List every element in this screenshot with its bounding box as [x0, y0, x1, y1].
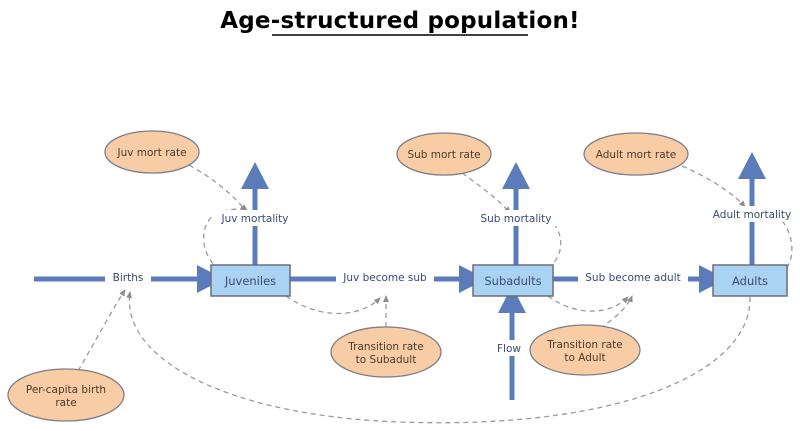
aux-transition-rate-to-adult[interactable]: Transition rate to Adult	[529, 324, 641, 376]
flow-label-bg-sub-become-adult	[578, 269, 688, 285]
flow-label-bg-flow	[492, 340, 526, 356]
aux-label-per-capita-birth-rate-line2: rate	[55, 397, 76, 409]
flow-label-juv-become-sub: Juv become sub	[342, 272, 427, 284]
aux-sub-mort-rate[interactable]: Sub mort rate	[396, 132, 492, 176]
aux-ellipse-juv-mort-rate[interactable]	[104, 130, 200, 174]
aux-ellipse-transition-rate-to-adult[interactable]	[529, 324, 641, 376]
link-transition-adult-to-sub-become-adult	[599, 295, 633, 329]
flow-label-flow: Flow	[497, 343, 521, 355]
flow-label-sub-become-adult: Sub become adult	[585, 272, 680, 284]
aux-label-adult-mort-rate: Adult mort rate	[596, 149, 676, 161]
stock-box-subadults[interactable]	[472, 264, 554, 297]
aux-adult-mort-rate[interactable]: Adult mort rate	[583, 132, 689, 176]
stocks-layer: Juveniles Subadults Adults	[210, 264, 788, 297]
stock-box-adults[interactable]	[712, 264, 788, 297]
aux-label-transition-rate-to-adult-line2: to Adult	[564, 352, 605, 364]
aux-per-capita-birth-rate[interactable]: Per-capita birth rate	[7, 368, 125, 422]
link-adults-to-births	[126, 291, 751, 424]
link-subadults-to-sub-become-adult	[547, 295, 629, 312]
aux-label-transition-rate-to-subadult-line1: Transition rate	[347, 341, 423, 353]
aux-label-transition-rate-to-subadult-line2: to Subadult	[356, 354, 417, 366]
link-adult-mort-rate-to-adult-mortality	[681, 165, 746, 208]
flow-label-bg-juv-mortality	[214, 210, 296, 226]
flow-label-bg-sub-mortality	[474, 210, 558, 226]
aux-ellipse-adult-mort-rate[interactable]	[583, 132, 689, 176]
link-juveniles-to-juv-become-sub	[285, 295, 381, 315]
aux-ellipse-sub-mort-rate[interactable]	[396, 132, 492, 176]
flow-label-bg-juv-become-sub	[336, 269, 434, 285]
flow-label-births: Births	[113, 272, 144, 284]
stock-label-adults: Adults	[732, 274, 768, 288]
flow-labels-layer: Births Juv become sub Sub become adult J…	[105, 206, 799, 356]
aux-label-sub-mort-rate: Sub mort rate	[407, 149, 480, 161]
aux-ellipse-per-capita-birth-rate[interactable]	[7, 368, 125, 422]
flow-label-bg-adult-mortality	[705, 206, 799, 222]
stock-adults[interactable]: Adults	[712, 264, 788, 297]
aux-label-juv-mort-rate: Juv mort rate	[116, 147, 186, 159]
flow-label-adult-mortality: Adult mortality	[713, 209, 791, 221]
influence-links-layer	[77, 164, 793, 424]
link-sub-mort-rate-to-sub-mortality	[461, 172, 511, 214]
stock-box-juveniles[interactable]	[210, 264, 291, 297]
aux-juv-mort-rate[interactable]: Juv mort rate	[104, 130, 200, 174]
link-per-capita-birth-rate-to-births	[77, 289, 126, 372]
aux-label-per-capita-birth-rate-line1: Per-capita birth	[26, 384, 106, 396]
page-title: Age-structured population!	[220, 8, 579, 34]
stock-subadults[interactable]: Subadults	[472, 264, 554, 297]
link-juv-mort-rate-to-juv-mortality	[188, 164, 247, 212]
aux-transition-rate-to-subadult[interactable]: Transition rate to Subadult	[330, 326, 442, 378]
stock-label-subadults: Subadults	[484, 274, 541, 288]
aux-ellipse-transition-rate-to-subadult[interactable]	[330, 326, 442, 378]
flow-label-sub-mortality: Sub mortality	[480, 213, 551, 225]
stock-label-juveniles: Juveniles	[224, 274, 276, 288]
stock-juveniles[interactable]: Juveniles	[210, 264, 291, 297]
flow-label-juv-mortality: Juv mortality	[221, 213, 289, 225]
flow-label-bg-births	[105, 269, 151, 285]
aux-label-transition-rate-to-adult-line1: Transition rate	[546, 339, 622, 351]
auxiliaries-layer: Juv mort rate Sub mort rate Adult mort r…	[7, 130, 689, 422]
